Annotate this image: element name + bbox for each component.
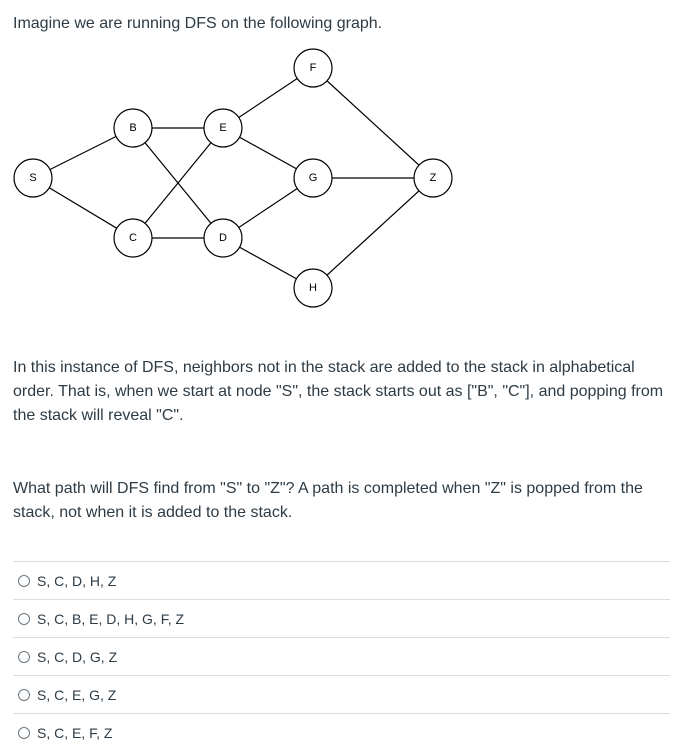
radio-button[interactable] bbox=[18, 650, 30, 663]
answer-option-4[interactable]: S, C, E, G, Z bbox=[13, 675, 670, 713]
node-label-f: F bbox=[310, 62, 317, 74]
graph-node-s: S bbox=[13, 158, 53, 198]
answer-option-2[interactable]: S, C, B, E, D, H, G, F, Z bbox=[13, 599, 670, 637]
edge-c-e bbox=[132, 127, 224, 239]
answer-option-label: S, C, B, E, D, H, G, F, Z bbox=[37, 610, 185, 627]
answer-option-label: S, C, E, F, Z bbox=[37, 724, 113, 741]
answer-option-label: S, C, D, G, Z bbox=[37, 648, 118, 665]
graph-node-h: H bbox=[293, 268, 333, 308]
graph-node-e: E bbox=[203, 108, 243, 148]
answer-option-label: S, C, E, G, Z bbox=[37, 686, 117, 703]
answer-option-1[interactable]: S, C, D, H, Z bbox=[13, 561, 670, 599]
graph-node-z: Z bbox=[413, 158, 453, 198]
dfs-graph-diagram: S B C E D F G H Z bbox=[13, 48, 453, 308]
node-label-s: S bbox=[29, 172, 36, 184]
graph-node-b: B bbox=[113, 108, 153, 148]
graph-node-c: C bbox=[113, 218, 153, 258]
answer-option-label: S, C, D, H, Z bbox=[37, 572, 117, 589]
radio-button[interactable] bbox=[18, 574, 30, 587]
radio-button[interactable] bbox=[18, 726, 30, 739]
node-label-z: Z bbox=[430, 172, 437, 184]
graph-node-f: F bbox=[293, 48, 333, 88]
node-label-d: D bbox=[219, 232, 227, 244]
stack-order-explanation: In this instance of DFS, neighbors not i… bbox=[13, 359, 664, 424]
question-intro: Imagine we are running DFS on the follow… bbox=[13, 15, 383, 32]
node-label-e: E bbox=[219, 122, 226, 134]
radio-button[interactable] bbox=[18, 688, 30, 701]
node-label-h: H bbox=[309, 282, 317, 294]
edge-f-z bbox=[312, 67, 434, 179]
node-label-b: B bbox=[129, 122, 136, 134]
answer-option-5[interactable]: S, C, E, F, Z bbox=[13, 713, 670, 751]
graph-node-g: G bbox=[293, 158, 333, 198]
radio-button[interactable] bbox=[18, 612, 30, 625]
graph-node-d: D bbox=[203, 218, 243, 258]
answer-option-3[interactable]: S, C, D, G, Z bbox=[13, 637, 670, 675]
graph-edges bbox=[32, 67, 434, 289]
question-prompt: What path will DFS find from "S" to "Z"?… bbox=[13, 480, 643, 521]
edge-h-z bbox=[312, 177, 434, 289]
node-label-g: G bbox=[309, 172, 318, 184]
answer-options: S, C, D, H, Z S, C, B, E, D, H, G, F, Z … bbox=[13, 561, 670, 751]
node-label-c: C bbox=[129, 232, 137, 244]
